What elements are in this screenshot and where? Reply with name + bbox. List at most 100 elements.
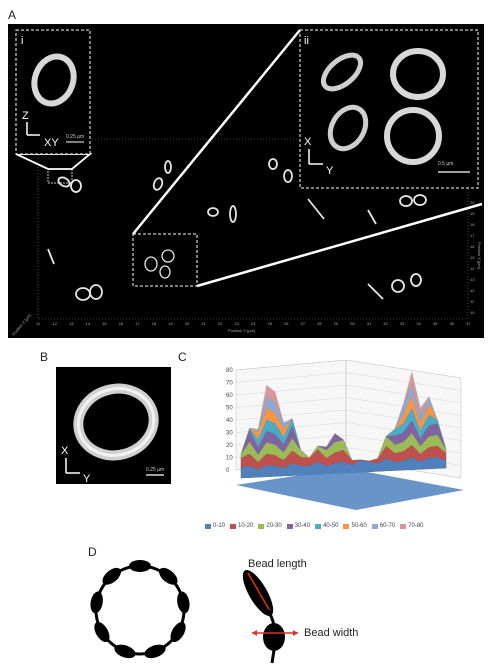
y-tick-label: 19 bbox=[470, 211, 475, 216]
y-tick-label: 10 bbox=[470, 310, 475, 315]
x-tick-label: 31 bbox=[367, 321, 372, 326]
ring-bead bbox=[144, 644, 166, 659]
x-tick-label: 21 bbox=[201, 321, 206, 326]
legend-text: 50-60 bbox=[351, 523, 367, 529]
panel-b-axis-x: X bbox=[61, 445, 69, 457]
x-tick-label: 33 bbox=[400, 321, 405, 326]
x-tick-label: 28 bbox=[317, 321, 322, 326]
legend-swatch bbox=[258, 523, 265, 529]
z-tick-label: 80 bbox=[226, 368, 233, 374]
legend-swatch bbox=[315, 523, 322, 529]
box-outline bbox=[37, 138, 469, 320]
x-tick-label: 19 bbox=[168, 321, 173, 326]
inset-i-source-box bbox=[47, 168, 73, 184]
z-tick-label: 50 bbox=[226, 406, 233, 412]
inset-i-scale: 0.25 µm bbox=[66, 134, 84, 140]
bead-length-label: Bead length bbox=[248, 558, 307, 570]
legend-text: 70-80 bbox=[408, 523, 424, 529]
x-tick-label: 24 bbox=[251, 321, 256, 326]
inset-i-connector bbox=[15, 153, 93, 170]
x-tick-label: 29 bbox=[334, 321, 339, 326]
ring-bead bbox=[94, 622, 110, 642]
inset-i-axis-xy: XY bbox=[44, 137, 59, 149]
x-tick-label: 13 bbox=[69, 321, 74, 326]
legend-entry: 30-40 bbox=[286, 523, 311, 529]
inset-i-label: i bbox=[21, 35, 23, 47]
legend-text: 20-30 bbox=[266, 523, 282, 529]
x-axis-label: Position X [µm] bbox=[228, 328, 255, 333]
legend-text: 60-70 bbox=[379, 523, 396, 529]
y-tick-label: 12 bbox=[470, 288, 475, 293]
panel-c-label: C bbox=[178, 350, 187, 364]
x-tick-label: 16 bbox=[119, 321, 124, 326]
ring-bead bbox=[90, 591, 103, 614]
legend-swatch bbox=[230, 523, 237, 529]
legend-entry: 20-30 bbox=[258, 523, 282, 529]
z-tick-label: 30 bbox=[226, 431, 233, 437]
inset-ii-axis-y: Y bbox=[326, 165, 334, 177]
legend-swatch bbox=[205, 523, 211, 529]
legend-entry: 10-20 bbox=[230, 523, 253, 529]
x-tick-label: 34 bbox=[416, 321, 421, 326]
ring-bead bbox=[159, 567, 178, 585]
zoom-line-bottom bbox=[196, 202, 483, 288]
z-tick-label: 70 bbox=[226, 381, 233, 387]
legend-text: 10-20 bbox=[238, 523, 254, 529]
x-tick-label: 14 bbox=[86, 321, 91, 326]
ring-bead bbox=[114, 644, 136, 659]
y-tick-label: 18 bbox=[470, 222, 475, 227]
ring-bead bbox=[102, 567, 121, 585]
legend-entry: 40-50 bbox=[315, 523, 338, 529]
bead-ring bbox=[90, 560, 190, 659]
x-tick-label: 27 bbox=[301, 321, 306, 326]
selection-box bbox=[132, 233, 198, 287]
bead-lower bbox=[263, 623, 285, 651]
legend-swatch bbox=[286, 523, 293, 529]
panel-b-label: B bbox=[40, 350, 49, 364]
z-tick-label: 0 bbox=[226, 468, 230, 474]
legend-swatch bbox=[371, 523, 378, 529]
x-tick-label: 35 bbox=[433, 321, 438, 326]
legend-text: 30-40 bbox=[294, 523, 311, 529]
ring-bead bbox=[129, 560, 151, 572]
panel-b-micrograph: X Y 0.25 µm bbox=[56, 367, 171, 484]
y-tick-label: 16 bbox=[470, 244, 475, 249]
inset-ii-axis-x: X bbox=[304, 136, 312, 148]
ring-structures bbox=[47, 158, 427, 301]
legend-swatch bbox=[343, 523, 350, 529]
x-tick-label: 12 bbox=[53, 321, 58, 326]
x-tick-label: 26 bbox=[284, 321, 289, 326]
legend-entry: 70-80 bbox=[400, 523, 424, 529]
bead-length-arrow bbox=[247, 572, 271, 612]
y-tick-label: 20 bbox=[470, 200, 475, 205]
x-tick-label: 37 bbox=[466, 321, 471, 326]
ring-bead bbox=[177, 591, 190, 614]
x-tick-label: 30 bbox=[350, 321, 355, 326]
x-tick-label: 20 bbox=[185, 321, 190, 326]
panel-a-label: A bbox=[8, 8, 17, 22]
legend-swatch bbox=[400, 523, 407, 529]
x-tick-label: 11 bbox=[36, 321, 41, 326]
y-tick-label: 15 bbox=[470, 255, 475, 260]
y-tick-label: 14 bbox=[470, 266, 475, 271]
panel-c-legend: 0-10 10-20 20-30 30-40 40-50 50-60 60-70 70-80 bbox=[205, 523, 465, 529]
zoom-line-top bbox=[132, 29, 301, 235]
surface-band bbox=[240, 457, 447, 479]
legend-entry: 0-10 bbox=[205, 523, 225, 529]
surface-floor bbox=[236, 468, 464, 510]
x-tick-label: 15 bbox=[102, 321, 107, 326]
ring-bead bbox=[170, 622, 186, 642]
legend-text: 40-50 bbox=[323, 523, 339, 529]
z-tick-label: 40 bbox=[226, 418, 233, 424]
z-axis-label: Position Z [µm] bbox=[11, 313, 32, 337]
z-tick-label: 10 bbox=[226, 456, 233, 462]
bead-upper bbox=[242, 570, 274, 616]
inset-ii-scale: 0.5 µm bbox=[438, 161, 453, 167]
inset-i: i Z XY 0.25 µm bbox=[15, 29, 91, 155]
x-tick-label: 36 bbox=[449, 321, 454, 326]
z-tick-label: 20 bbox=[226, 443, 233, 449]
x-tick-label: 23 bbox=[234, 321, 239, 326]
